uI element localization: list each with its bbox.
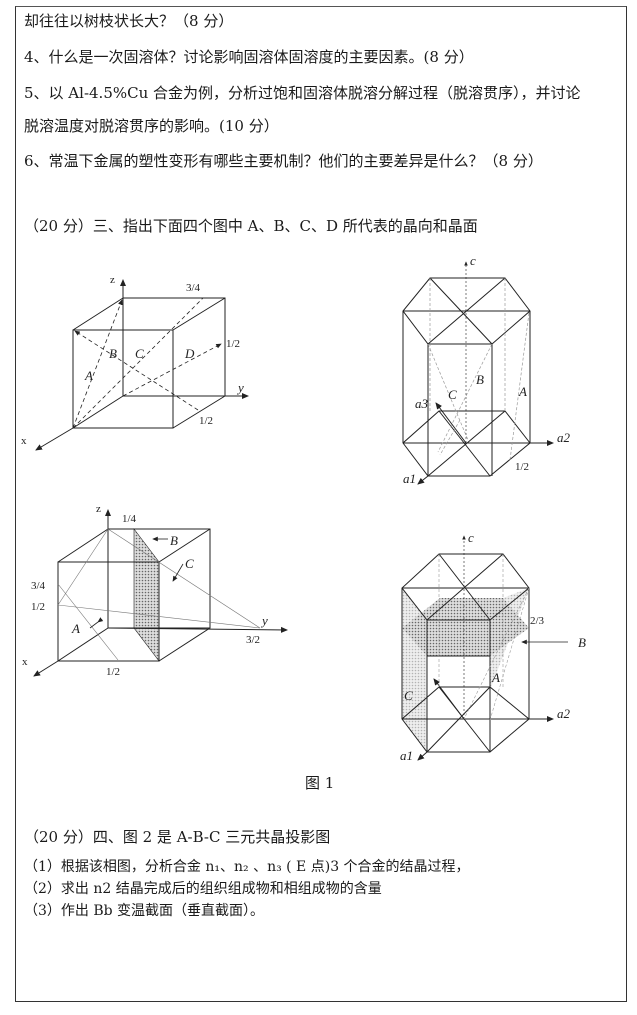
section-3-title: （20 分）三、指出下面四个图中 A、B、C、D 所代表的晶向和晶面	[24, 217, 478, 235]
label-c: C	[185, 556, 194, 571]
hexagonal-directions-diagram	[402, 261, 554, 485]
question-3-tail: 却往往以树枝状长大？（8 分）	[24, 12, 234, 30]
axis-label-y: y	[236, 380, 244, 395]
label-a: A	[518, 384, 527, 399]
question-6: 6、常温下金属的塑性变形有哪些主要机制？他们的主要差异是什么？（8 分）	[24, 152, 543, 170]
question-5: 5、以 Al-4.5%Cu 合金为例，分析过饱和固溶体脱溶分解过程（脱溶贯序），…	[24, 84, 581, 102]
axis-label-a2: a2	[557, 706, 571, 721]
axis-label-x: x	[22, 656, 28, 668]
tick-label: 3/4	[186, 282, 201, 294]
axis-label-a1: a1	[403, 471, 416, 486]
label-b: B	[476, 372, 484, 387]
figure-caption: 图 1	[305, 774, 335, 792]
label-b: B	[578, 635, 586, 650]
section-4-item-3: （3）作出 Bb 变温截面（垂直截面）。	[24, 903, 265, 919]
axis-label-c: c	[468, 530, 474, 545]
label-a: A	[71, 621, 80, 636]
question-4: 4、什么是一次固溶体？讨论影响固溶体固溶度的主要因素。(8 分）	[24, 48, 474, 66]
axis-label-c: c	[470, 253, 476, 268]
label-a: A	[84, 368, 93, 383]
cube-directions-diagram	[35, 279, 249, 451]
label-c: C	[135, 346, 144, 361]
label-b: B	[170, 533, 178, 548]
question-5-cont: 脱溶温度对脱溶贯序的影响。(10 分）	[24, 117, 279, 135]
label-c: C	[404, 688, 413, 703]
hexagonal-planes-diagram	[401, 535, 568, 761]
axis-label-x: x	[21, 435, 27, 447]
label-b: B	[109, 346, 117, 361]
tick-label: 1/2	[31, 601, 45, 613]
axis-label-y: y	[260, 613, 268, 628]
axis-label-a3: a3	[415, 396, 429, 411]
axis-label-z: z	[96, 503, 101, 515]
label-a: A	[491, 670, 500, 685]
figure-1: z 3/4 1/2 y 1/2 x A B C D c a3 a2 a1 1/2…	[21, 253, 586, 763]
tick-label: 1/2	[199, 415, 213, 427]
label-c: C	[448, 387, 457, 402]
cube-planes-diagram	[33, 509, 288, 677]
axis-label-a2: a2	[557, 430, 571, 445]
axis-label-a1: a1	[400, 748, 413, 763]
tick-label: 1/2	[515, 461, 529, 473]
tick-label: 2/3	[530, 615, 545, 627]
section-4-title: （20 分）四、图 2 是 A-B-C 三元共晶投影图	[24, 828, 331, 846]
tick-label: 1/4	[122, 513, 137, 525]
section-4-item-2: （2）求出 n2 结晶完成后的组织组成物和相组成物的含量	[24, 881, 382, 897]
section-4-item-1: （1）根据该相图，分析合金 n₁、n₂ 、n₃ ( E 点)3 个合金的结晶过程…	[24, 859, 470, 875]
page-border	[15, 6, 627, 1002]
tick-label: 1/2	[226, 338, 240, 350]
label-d: D	[184, 346, 195, 361]
tick-label: 1/2	[106, 666, 120, 678]
tick-label: 3/4	[31, 580, 46, 592]
axis-label-z: z	[110, 274, 115, 286]
tick-label: 3/2	[246, 634, 260, 646]
